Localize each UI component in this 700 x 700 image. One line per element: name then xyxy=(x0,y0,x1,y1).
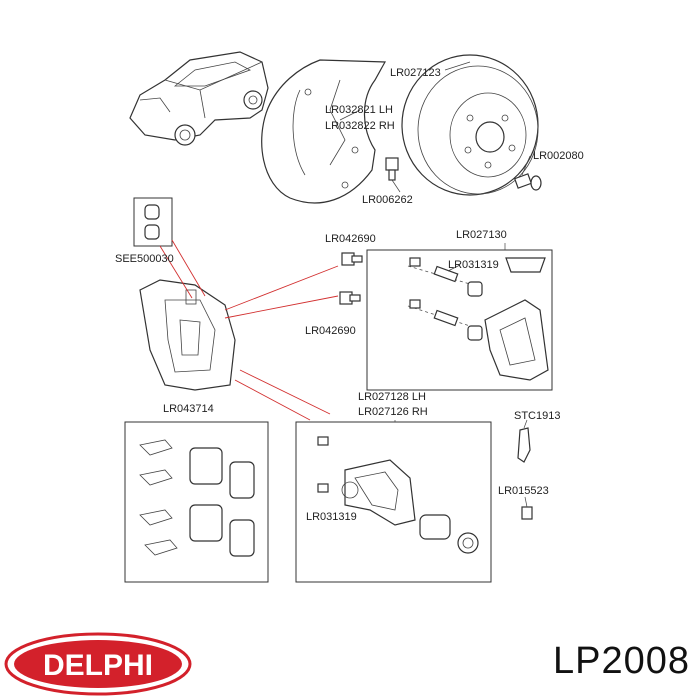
label-disc-screw: LR002080 xyxy=(533,150,584,162)
label-caliper-rh: LR027126 RH xyxy=(358,406,428,418)
label-clip-kit: LR043714 xyxy=(163,403,214,415)
label-guide-pin: LR031319 xyxy=(448,259,499,271)
bleed-screw xyxy=(521,506,533,520)
label-carrier: LR027130 xyxy=(456,229,507,241)
red-leader-lines xyxy=(159,239,339,421)
caliper-kit-box xyxy=(295,421,492,583)
label-bushing-kit: SEE500030 xyxy=(115,253,174,265)
label-shield-bolt: LR006262 xyxy=(362,194,413,206)
carrier-kit-box xyxy=(366,249,553,391)
part-number: LP2008 xyxy=(552,640,690,682)
splash-shield xyxy=(261,59,387,204)
part-labels: LR027123 LR032821 LH LR032822 RH LR00208… xyxy=(115,67,584,523)
label-caliper-pin: LR031319 xyxy=(306,511,357,523)
vehicle-illustration xyxy=(129,51,269,146)
bushing-kit xyxy=(133,197,173,247)
clip-kit-box xyxy=(124,421,269,583)
label-bleed-screw: LR015523 xyxy=(498,485,549,497)
label-bracket-clip: STC1913 xyxy=(514,410,560,422)
label-guide-bolt-top: LR042690 xyxy=(325,233,376,245)
label-guide-bolt-bottom: LR042690 xyxy=(305,325,356,337)
shield-bolt xyxy=(385,157,399,181)
disc-screw xyxy=(513,173,542,191)
label-disc: LR027123 xyxy=(390,67,441,79)
caliper-assembly xyxy=(139,279,236,391)
label-shield-rh: LR032822 RH xyxy=(325,120,395,132)
leader-lines xyxy=(339,61,531,508)
label-shield-lh: LR032821 LH xyxy=(325,104,393,116)
label-caliper-lh: LR027128 LH xyxy=(358,391,426,403)
guide-bolts xyxy=(339,252,363,305)
logo-text: DELPHI xyxy=(43,649,153,682)
bracket-clip xyxy=(517,427,531,463)
delphi-logo: DELPHI xyxy=(4,632,192,696)
brake-disc xyxy=(401,54,539,196)
